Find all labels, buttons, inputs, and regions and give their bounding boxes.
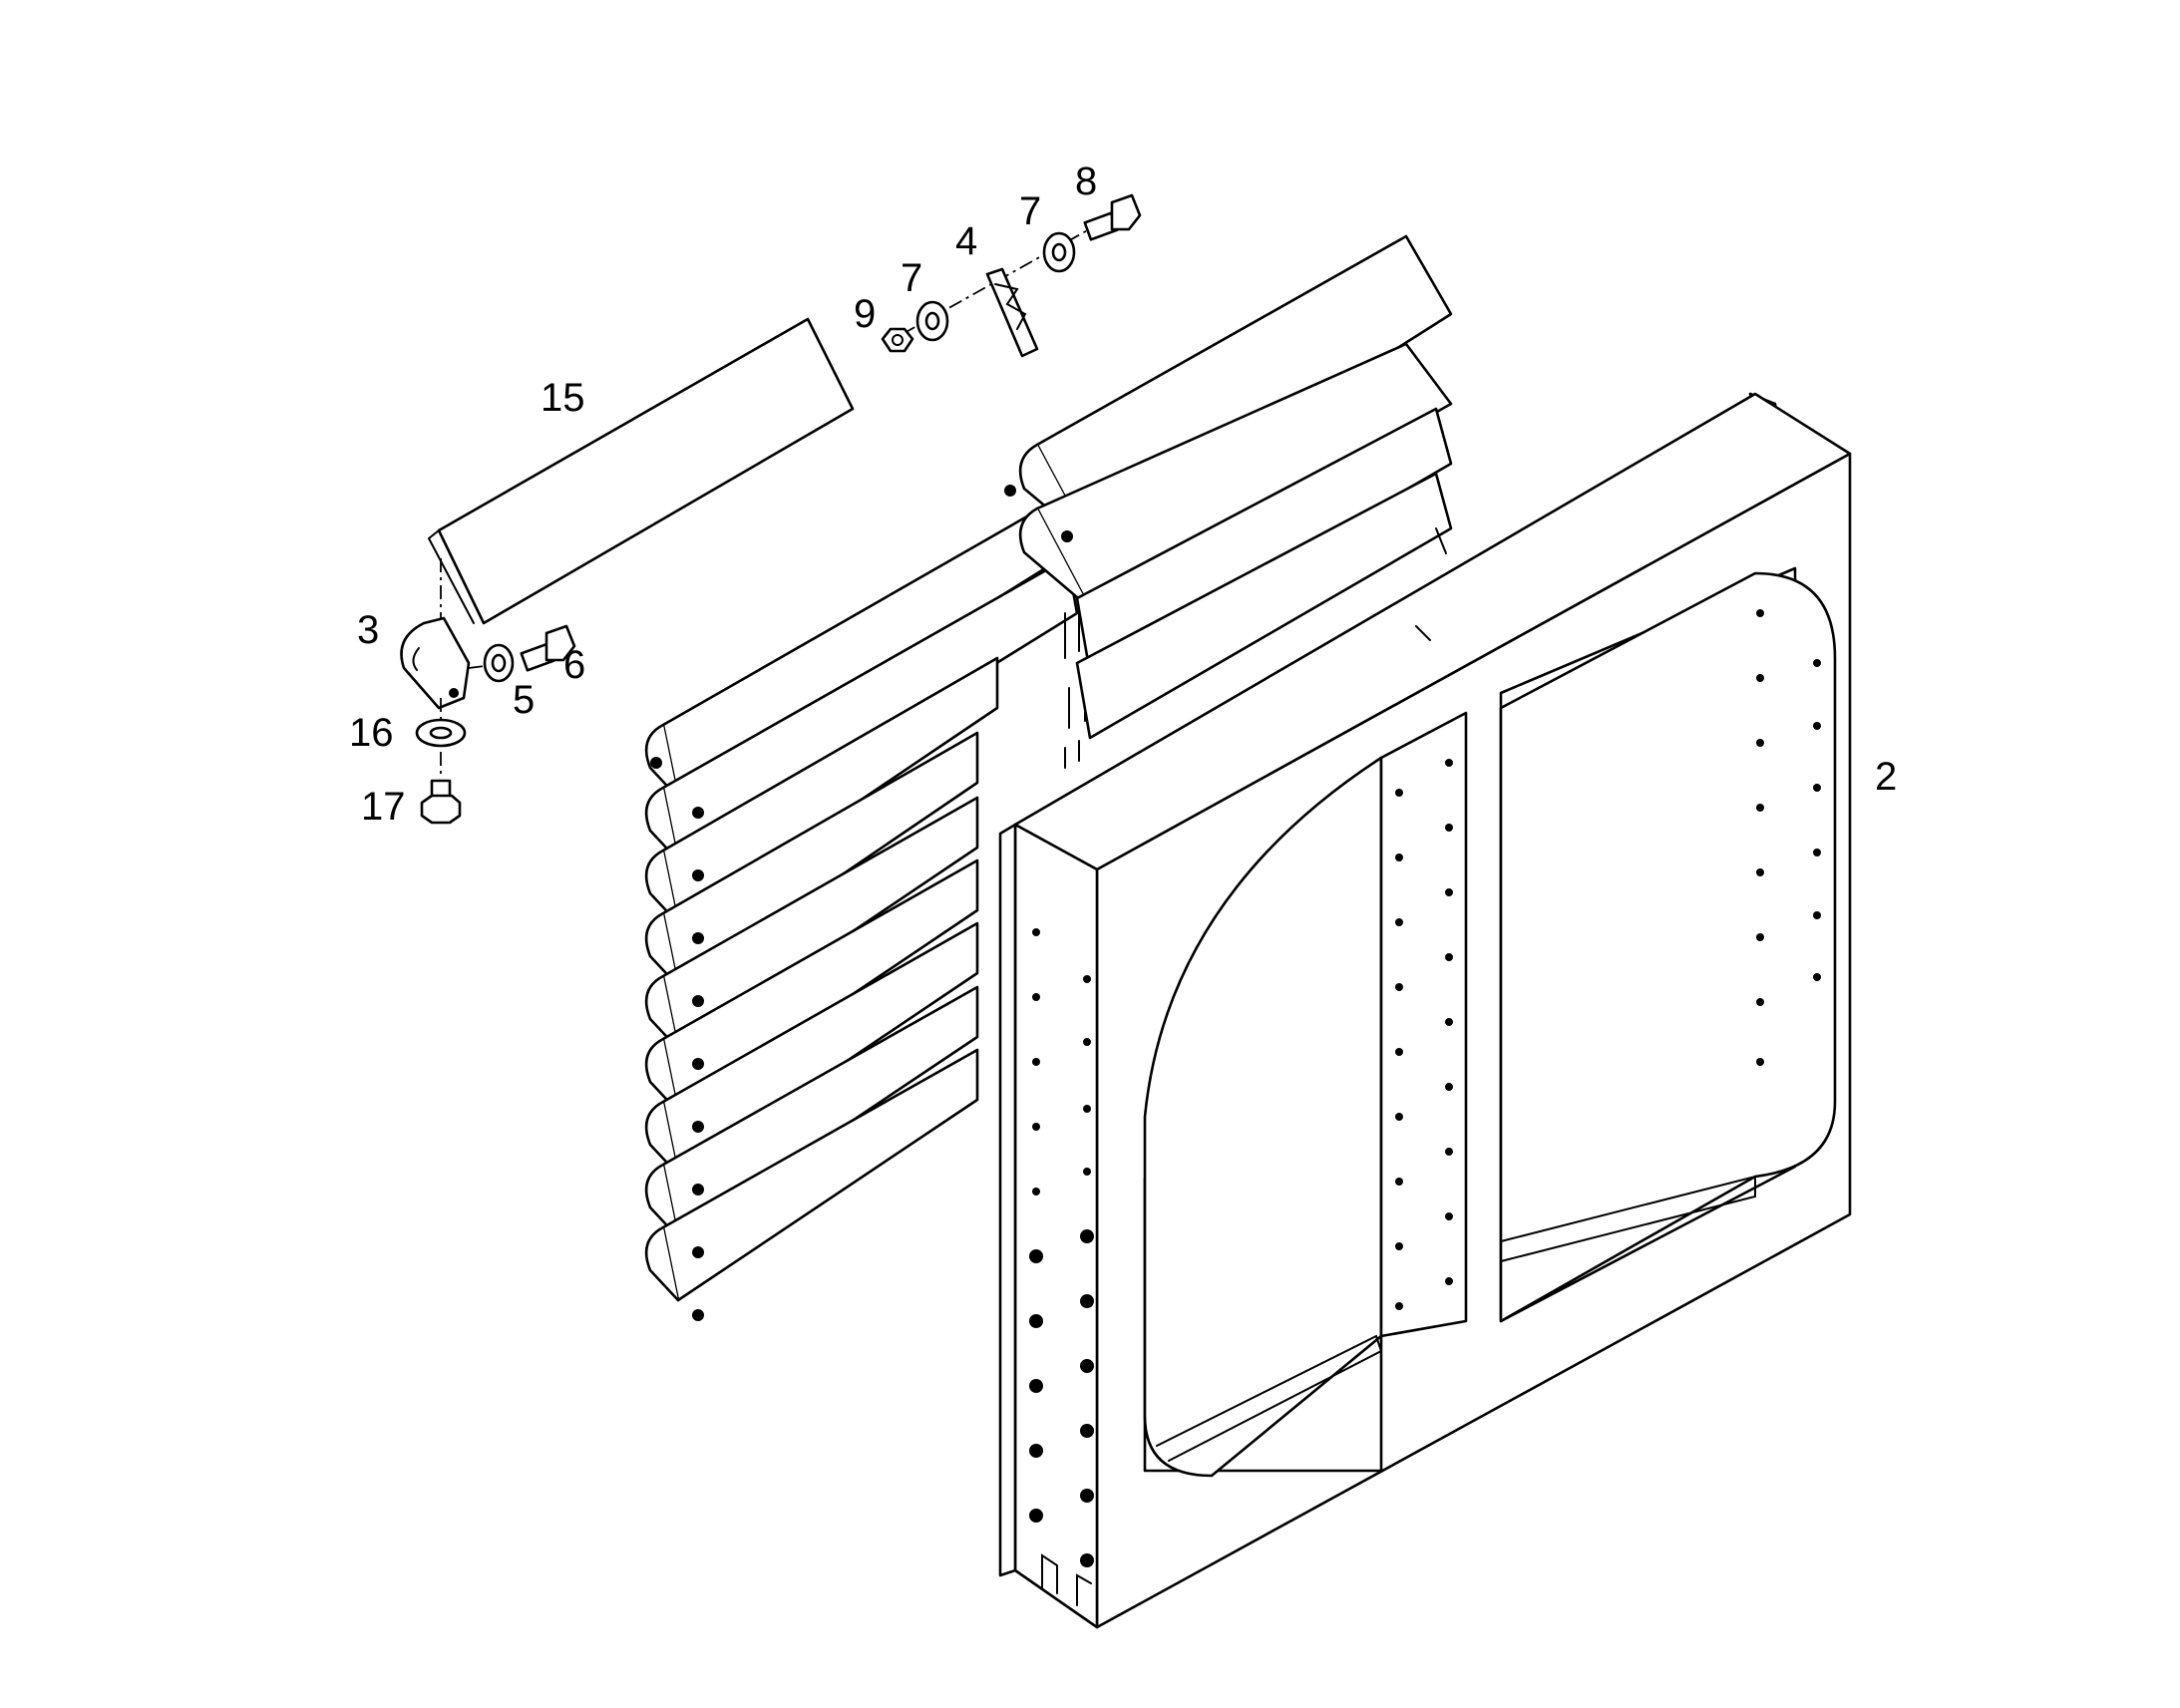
clip-bracket: [985, 267, 1039, 358]
hex-bolt-17: [420, 779, 462, 825]
frame-holes-center: [1395, 759, 1453, 1310]
hex-bolt: [520, 624, 576, 672]
louver-blade: [1075, 472, 1453, 740]
louver-blades-left: [644, 492, 1086, 1321]
washer: [483, 643, 515, 683]
callout-labels: 2 3 4 5 6 7 7 8 9 15 16 17: [349, 160, 1897, 829]
louver-blade: [644, 796, 979, 1051]
callout-8: 8: [1075, 160, 1097, 203]
louver-blades-upper: [1004, 234, 1453, 740]
callout-5: 5: [513, 678, 535, 722]
louver-blade: [644, 985, 979, 1239]
washer-7b: [1042, 231, 1076, 273]
callout-6: 6: [563, 643, 585, 687]
hex-nut: [881, 327, 914, 353]
louver-blade: [644, 556, 1079, 862]
frame-holes-right: [1756, 609, 1821, 1066]
callout-3: 3: [357, 608, 379, 652]
callout-17: 17: [361, 785, 406, 829]
washer-16: [415, 718, 467, 748]
louver-blade: [644, 731, 979, 988]
callout-16: 16: [349, 711, 394, 755]
frame-holes-left: [1029, 928, 1094, 1567]
fan-shroud-frame: [998, 392, 1852, 1629]
louver-blade-single: [428, 317, 855, 698]
end-bracket: [400, 616, 471, 710]
hex-bolt-8: [1083, 193, 1142, 241]
callout-2: 2: [1875, 755, 1897, 799]
callout-7a: 7: [901, 256, 922, 300]
callout-4: 4: [955, 219, 977, 263]
louver-blade: [644, 921, 979, 1177]
louver-blade: [644, 492, 1079, 800]
louver-blade: [644, 858, 979, 1114]
callout-15: 15: [541, 376, 585, 420]
callout-7b: 7: [1019, 189, 1041, 233]
louver-blade: [1018, 342, 1453, 610]
louver-blade: [644, 656, 999, 925]
louver-blade: [644, 1048, 979, 1321]
washer-7a: [915, 300, 949, 342]
callout-9: 9: [854, 292, 876, 336]
louver-blade: [1075, 407, 1453, 675]
